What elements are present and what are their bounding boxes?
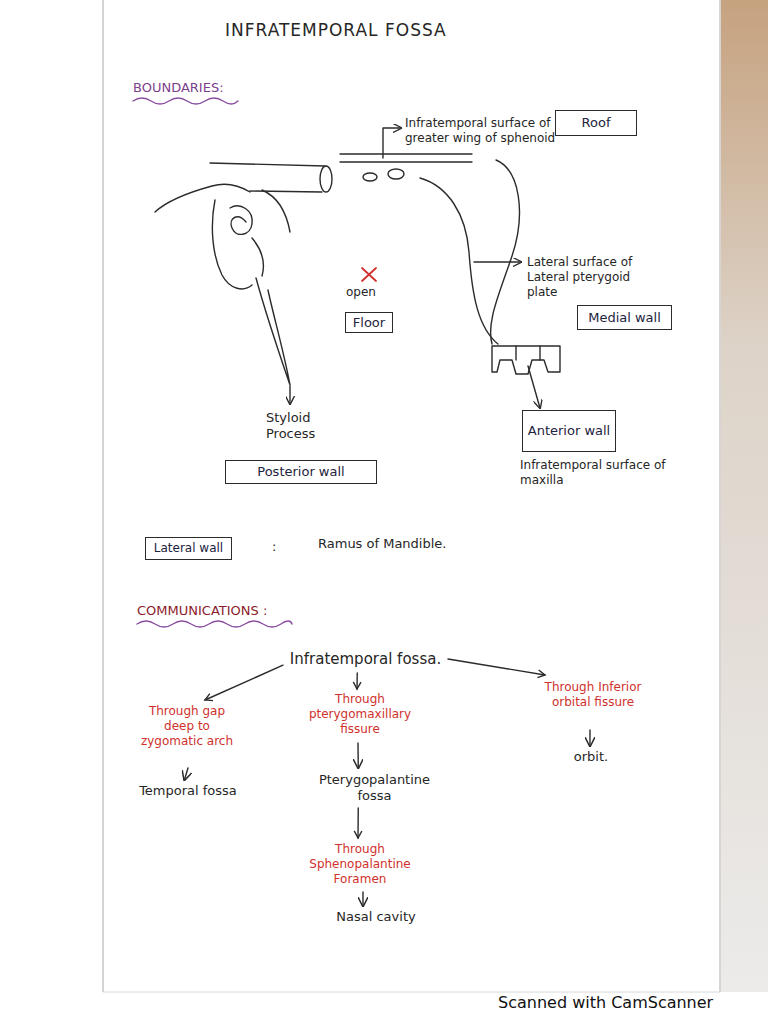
flow-node: Infratemporal fossa. [283, 645, 448, 673]
boundary-box: Floor [345, 312, 393, 333]
flow-node: orbit. [565, 746, 617, 768]
structure-label: Infratemporal surface of greater wing of… [405, 116, 580, 146]
wavy-underline [137, 621, 292, 627]
boundary-box: Anterior wall [522, 410, 616, 452]
route-label: Through pterygomaxillary fissure [305, 692, 415, 737]
styloid-process-outline [256, 278, 290, 385]
temporal-bone-outline [262, 190, 290, 232]
greater-wing-outline [340, 153, 472, 154]
node-text: Posterior wall [257, 464, 344, 480]
cross-mark [362, 268, 376, 281]
background-strip [721, 0, 768, 992]
zygomatic-arch-outline [210, 163, 325, 166]
leader-arrow [289, 386, 290, 404]
arrow-head [537, 670, 545, 678]
structure-label: Styloid Process [266, 410, 346, 443]
boundary-box: Roof [555, 110, 637, 136]
structure-label: Ramus of Mandible. [318, 536, 508, 552]
teeth-outline [515, 346, 516, 360]
arrow-head [205, 694, 213, 701]
foramen-outline [363, 173, 377, 181]
route-label: Through Inferior orbital fissure [543, 680, 643, 710]
pterygoid-plate-outline [420, 178, 498, 344]
node-text: Floor [353, 315, 385, 331]
route-label: Through gap deep to zygomatic arch [133, 704, 241, 749]
node-text: orbit. [574, 749, 608, 765]
route-label: Through Sphenopalantine Foramen [305, 842, 415, 887]
note-label: open [346, 285, 396, 300]
temporal-bone-outline [252, 238, 264, 276]
node-text: Infratemporal fossa. [290, 650, 441, 668]
structure-label: Infratemporal surface of maxilla [520, 458, 670, 488]
leader-arrow [474, 261, 521, 262]
paper-edge [102, 0, 103, 992]
boundary-box: Medial wall [577, 305, 672, 330]
structure-label: Lateral surface of Lateral pterygoid pla… [527, 255, 657, 300]
leader-arrow [528, 366, 540, 408]
flow-node: Temporal fossa [128, 780, 248, 802]
watermark: Scanned with CamScanner [498, 993, 738, 1013]
maxilla-outline [491, 160, 520, 344]
node-text: Nasal cavity [336, 909, 415, 925]
flow-node: Pterygopalantine fossa [312, 768, 437, 808]
paper-edge [103, 992, 720, 993]
zygomatic-arch-outline [250, 191, 322, 192]
section-heading: COMMUNICATIONS : [137, 603, 337, 619]
ear-spiral [230, 206, 252, 234]
paper-edge [720, 0, 721, 992]
boundary-box: Lateral wall [145, 537, 232, 560]
arrow-head [354, 831, 362, 838]
foramen-outline [388, 169, 404, 179]
leader-arrow [383, 128, 401, 158]
boundary-box: Posterior wall [225, 460, 377, 484]
wavy-underline [133, 98, 238, 104]
separator-colon: : [272, 539, 292, 555]
section-heading: BOUNDARIES: [133, 80, 273, 96]
node-text: Temporal fossa [139, 783, 237, 799]
page-title: INFRATEMPORAL FOSSA [225, 20, 447, 41]
node-text: Anterior wall [528, 423, 610, 439]
cross-mark [362, 268, 376, 281]
temporal-bone-outline [155, 184, 250, 212]
flow-node: Nasal cavity [326, 906, 426, 928]
node-text: Pterygopalantine fossa [312, 772, 437, 803]
zygomatic-arch-outline [320, 166, 332, 192]
teeth-outline [492, 346, 560, 374]
node-text: Medial wall [588, 310, 661, 326]
arrow-head [353, 682, 361, 689]
temporal-bone-outline [212, 200, 252, 289]
node-text: Lateral wall [154, 541, 223, 555]
node-text: Roof [582, 115, 611, 131]
teeth-outline [539, 346, 540, 360]
greater-wing-outline [340, 161, 472, 162]
